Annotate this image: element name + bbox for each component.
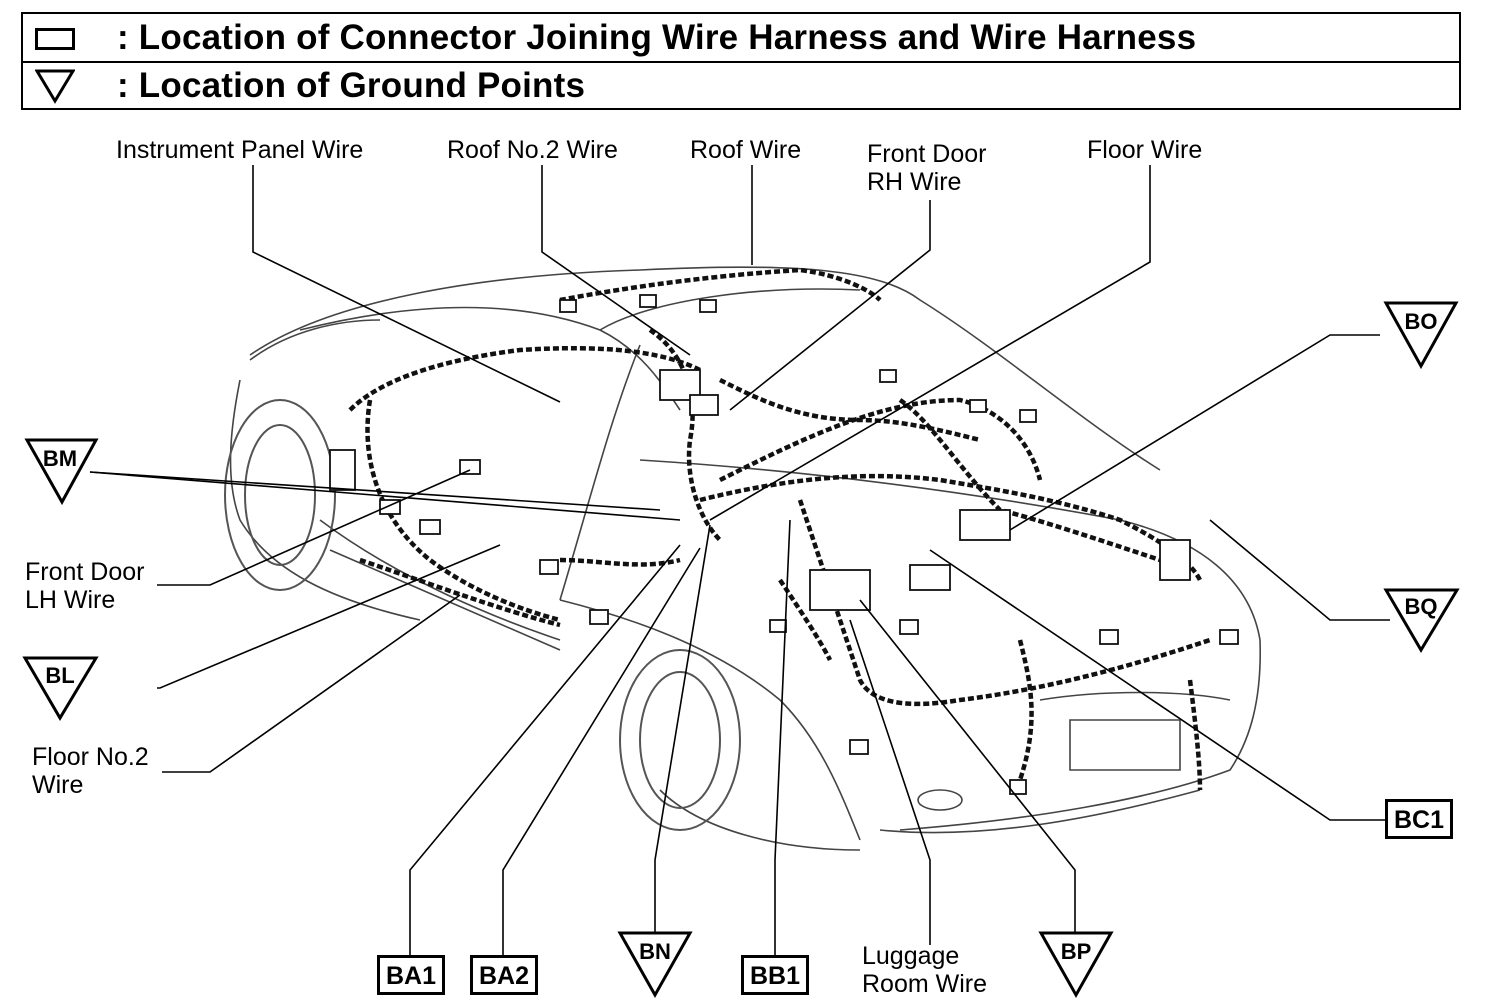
label-luggage-room-wire-line2: Room Wire xyxy=(862,970,988,998)
ground-bl-label: BL xyxy=(45,663,75,688)
legend-ground-row: : Location of Ground Points xyxy=(23,62,1459,109)
connector-blocks xyxy=(329,294,1239,795)
wheels xyxy=(224,399,741,831)
wire-harness-bundles xyxy=(348,267,1211,791)
rectangle-icon xyxy=(35,28,75,50)
ground-bm-label: BM xyxy=(42,446,78,471)
front-left-wheel xyxy=(224,399,336,591)
label-roof-wire: Roof Wire xyxy=(690,136,802,164)
label-luggage-room-wire-line1: Luggage xyxy=(862,942,960,970)
leader-lines xyxy=(89,165,1390,960)
label-front-door-lh-wire-line2: LH Wire xyxy=(25,586,116,614)
label-front-door-rh-wire-line2: RH Wire xyxy=(867,168,962,196)
triangle-down-icon xyxy=(35,69,75,104)
connector-ba1: BA1 xyxy=(377,955,445,995)
label-floor-no2-wire-line2: Wire xyxy=(32,771,84,799)
rear-left-wheel xyxy=(619,649,741,831)
legend-box: : Location of Connector Joining Wire Har… xyxy=(21,12,1461,110)
connector-bc1: BC1 xyxy=(1385,799,1453,839)
connector-bb1: BB1 xyxy=(741,955,809,995)
ground-bq-icon xyxy=(1383,588,1460,653)
legend-connector-text: : Location of Connector Joining Wire Har… xyxy=(117,18,1197,57)
car-body-outline xyxy=(229,266,1262,851)
label-instrument-panel-wire: Instrument Panel Wire xyxy=(116,136,364,164)
label-floor-no2-wire-line1: Floor No.2 xyxy=(32,743,149,771)
ground-bn-label: BN xyxy=(639,939,671,964)
ground-triangles xyxy=(22,301,1460,999)
ground-bn-icon xyxy=(617,931,693,999)
ground-bq-label: BQ xyxy=(1404,594,1438,619)
label-front-door-lh-wire-line1: Front Door xyxy=(25,558,145,586)
ground-bp-label: BP xyxy=(1060,939,1092,964)
ground-bo-icon xyxy=(1383,301,1459,370)
label-roof-no2-wire: Roof No.2 Wire xyxy=(447,136,618,164)
label-floor-wire: Floor Wire xyxy=(1087,136,1203,164)
legend-connector-row: : Location of Connector Joining Wire Har… xyxy=(23,14,1459,63)
ground-bo-label: BO xyxy=(1404,309,1438,334)
connector-ba2: BA2 xyxy=(470,955,538,995)
legend-ground-text: : Location of Ground Points xyxy=(117,66,586,105)
ground-bl-icon xyxy=(22,656,99,721)
ground-bm-icon xyxy=(24,438,99,506)
label-front-door-rh-wire-line1: Front Door xyxy=(867,140,987,168)
ground-bp-icon xyxy=(1038,931,1114,999)
